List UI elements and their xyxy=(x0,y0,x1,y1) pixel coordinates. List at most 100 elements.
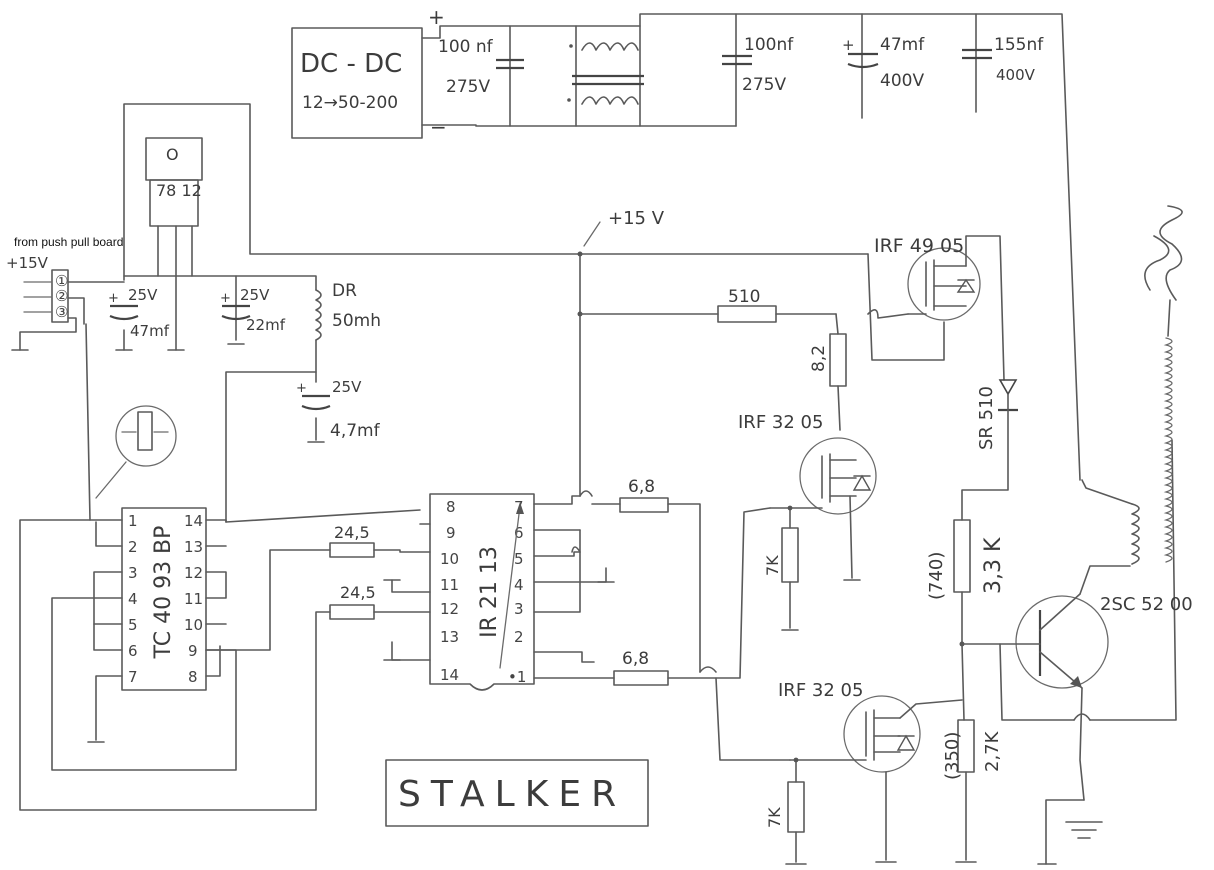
resistor-6-8-b: 6,8 xyxy=(613,507,791,761)
ic2-wires xyxy=(383,253,621,679)
c4-voltage: 400V xyxy=(996,66,1036,84)
input-pin-2: ② xyxy=(55,287,68,305)
ic1-pin-8: 8 xyxy=(188,668,198,686)
ic2-pin-5: 5 xyxy=(514,550,524,568)
transistor-label: 2SC 52 00 xyxy=(1100,594,1193,615)
choke-value: 50mh xyxy=(332,311,381,331)
ic1-pin-6: 6 xyxy=(128,642,138,660)
r82-label: 8,2 xyxy=(809,345,829,372)
c5-value: 47mf xyxy=(130,322,170,340)
choke-name: DR xyxy=(332,281,357,301)
transistor-2sc5200: 2SC 52 00 xyxy=(961,439,1193,801)
title-text: STALKER xyxy=(398,774,626,815)
ic2-pin-4: 4 xyxy=(514,576,524,594)
ic2-pin-14: 14 xyxy=(440,666,459,684)
r68b-label: 6,8 xyxy=(622,649,649,669)
c3-voltage: 400V xyxy=(880,71,924,91)
regulator-label: 78 12 xyxy=(156,181,202,200)
input-voltage: +15V xyxy=(6,254,49,272)
ic2-pin-6: 6 xyxy=(514,524,524,542)
dcdc-minus: − xyxy=(430,115,447,139)
ic1-label: TC 40 93 BP xyxy=(151,526,176,660)
input-pin-3: ③ xyxy=(55,303,68,321)
ic2-pin-13: 13 xyxy=(440,628,459,646)
mosfet-mid-label: IRF 32 05 xyxy=(738,412,823,433)
ic1-pin-11: 11 xyxy=(184,590,203,608)
c7-value: 4,7mf xyxy=(330,421,381,441)
capacitor-c7: + 25V 4,7mf xyxy=(296,378,381,441)
diode-sr510: SR 510 xyxy=(961,379,1018,521)
r68a-label: 6,8 xyxy=(628,477,655,497)
input-connector: from push pull board +15V ① ② ③ xyxy=(6,235,125,351)
ic2-pin-1: •1 xyxy=(508,668,526,686)
r7ka-label: 7K xyxy=(763,555,782,576)
ic1-pin-10: 10 xyxy=(184,616,203,634)
capacitor-c2: 100nf 275V xyxy=(722,35,794,95)
r7kb-label: 7K xyxy=(765,807,784,828)
regulator-7812: O 78 12 xyxy=(145,137,203,227)
c1-voltage: 275V xyxy=(446,77,490,97)
ic1-wires xyxy=(19,323,421,811)
diode-label: SR 510 xyxy=(976,386,997,450)
capacitor-c5: + 25V 47mf xyxy=(108,286,170,340)
c5-plus: + xyxy=(108,291,119,306)
c3-value: 47mf xyxy=(880,35,925,55)
ic2-pin-9: 9 xyxy=(446,524,456,542)
resistor-3-3k: 3,3 K (740) xyxy=(926,519,1006,647)
r245b-label: 24,5 xyxy=(340,583,376,602)
mosfet-irf3205-mid: IRF 32 05 xyxy=(738,412,877,581)
capacitor-c3: + 47mf 400V xyxy=(842,35,925,91)
ic1-pin-12: 12 xyxy=(184,564,203,582)
dcdc-title: DC - DC xyxy=(300,49,402,79)
tesla-coil xyxy=(1081,205,1183,565)
mosfet-irf4905: IRF 49 05 xyxy=(874,235,1005,381)
r33k-alt-label: (740) xyxy=(926,552,947,600)
capacitor-c4: 155nf 400V xyxy=(962,35,1044,84)
ic1-pin-7: 7 xyxy=(128,668,138,686)
resistor-7k-a: 7K xyxy=(763,505,799,631)
ic2-label: IR 21 13 xyxy=(477,546,502,638)
ic2-pin-11: 11 xyxy=(440,576,459,594)
c1-value: 100 nf xyxy=(438,37,494,57)
ic1-pin-2: 2 xyxy=(128,538,138,556)
dcdc-subtitle: 12→50-200 xyxy=(302,93,398,113)
c2-voltage: 275V xyxy=(742,75,786,95)
mosfet-bottom-label: IRF 32 05 xyxy=(778,680,863,701)
mosfet-top-label: IRF 49 05 xyxy=(874,235,964,257)
r245a-label: 24,5 xyxy=(334,523,370,542)
potentiometer xyxy=(95,405,177,499)
resistor-510: 510 xyxy=(717,287,909,323)
rail-label: +15 V xyxy=(608,208,665,229)
regulator-wires xyxy=(115,103,869,523)
input-note: from push pull board xyxy=(14,235,123,249)
c4-value: 155nf xyxy=(994,35,1044,55)
ic1-pin-5: 5 xyxy=(128,616,138,634)
regulator-tab: O xyxy=(166,145,179,164)
ic2-pin-3: 3 xyxy=(514,600,524,618)
ic2-pin-12: 12 xyxy=(440,600,459,618)
resistor-24-5-b: 24,5 xyxy=(329,583,431,620)
rail-15v: +15 V xyxy=(577,208,945,361)
ic1-pin-13: 13 xyxy=(184,538,203,556)
ic2-pin-2: 2 xyxy=(514,628,524,646)
mosfet-irf3205-bottom: IRF 32 05 xyxy=(778,680,963,863)
resistor-6-8-a: 6,8 xyxy=(619,477,717,673)
c7-voltage: 25V xyxy=(332,378,362,396)
c5-voltage: 25V xyxy=(128,286,158,304)
r510-label: 510 xyxy=(728,287,760,307)
ic2-pin-10: 10 xyxy=(440,550,459,568)
earth-ground xyxy=(1037,799,1103,865)
ic1-pin-14: 14 xyxy=(184,512,203,530)
resistor-7k-b: 7K xyxy=(765,757,807,865)
capacitor-c1: 100 nf 275V xyxy=(438,37,524,97)
c6-voltage: 25V xyxy=(240,286,270,304)
ic2-pin-8: 8 xyxy=(446,498,456,516)
title-box: STALKER xyxy=(385,759,649,827)
dcdc-plus: + xyxy=(428,5,445,29)
ic1-pin-3: 3 xyxy=(128,564,138,582)
transformer xyxy=(567,42,644,105)
choke-dr: DR 50mh xyxy=(315,281,381,341)
c7-plus: + xyxy=(296,381,307,396)
ic1-pin-4: 4 xyxy=(128,590,138,608)
